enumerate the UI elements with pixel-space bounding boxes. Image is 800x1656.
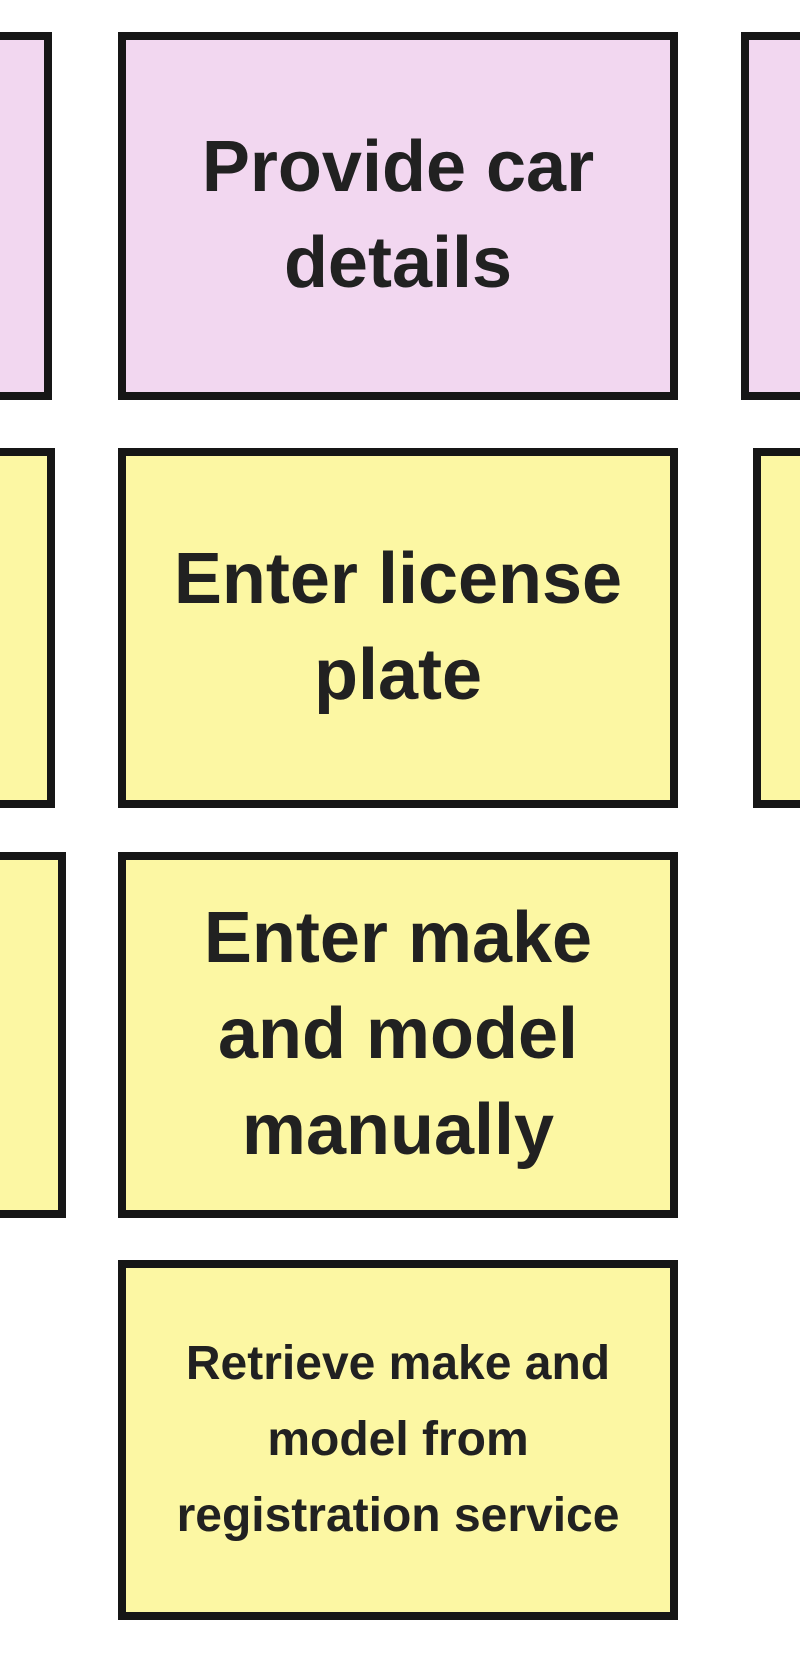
partial-card-row1-left[interactable] bbox=[0, 32, 52, 400]
card-retrieve-make-and-model-from-registration-service[interactable]: Retrieve make and model from registratio… bbox=[118, 1260, 678, 1620]
partial-card-row2-left[interactable] bbox=[0, 448, 55, 808]
partial-card-row1-right[interactable] bbox=[741, 32, 800, 400]
card-provide-car-details[interactable]: Provide car details bbox=[118, 32, 678, 400]
card-enter-license-plate[interactable]: Enter license plate bbox=[118, 448, 678, 808]
partial-card-row2-right[interactable] bbox=[753, 448, 800, 808]
partial-card-row3-left[interactable] bbox=[0, 852, 66, 1218]
card-enter-make-and-model-manually[interactable]: Enter make and model manually bbox=[118, 852, 678, 1218]
